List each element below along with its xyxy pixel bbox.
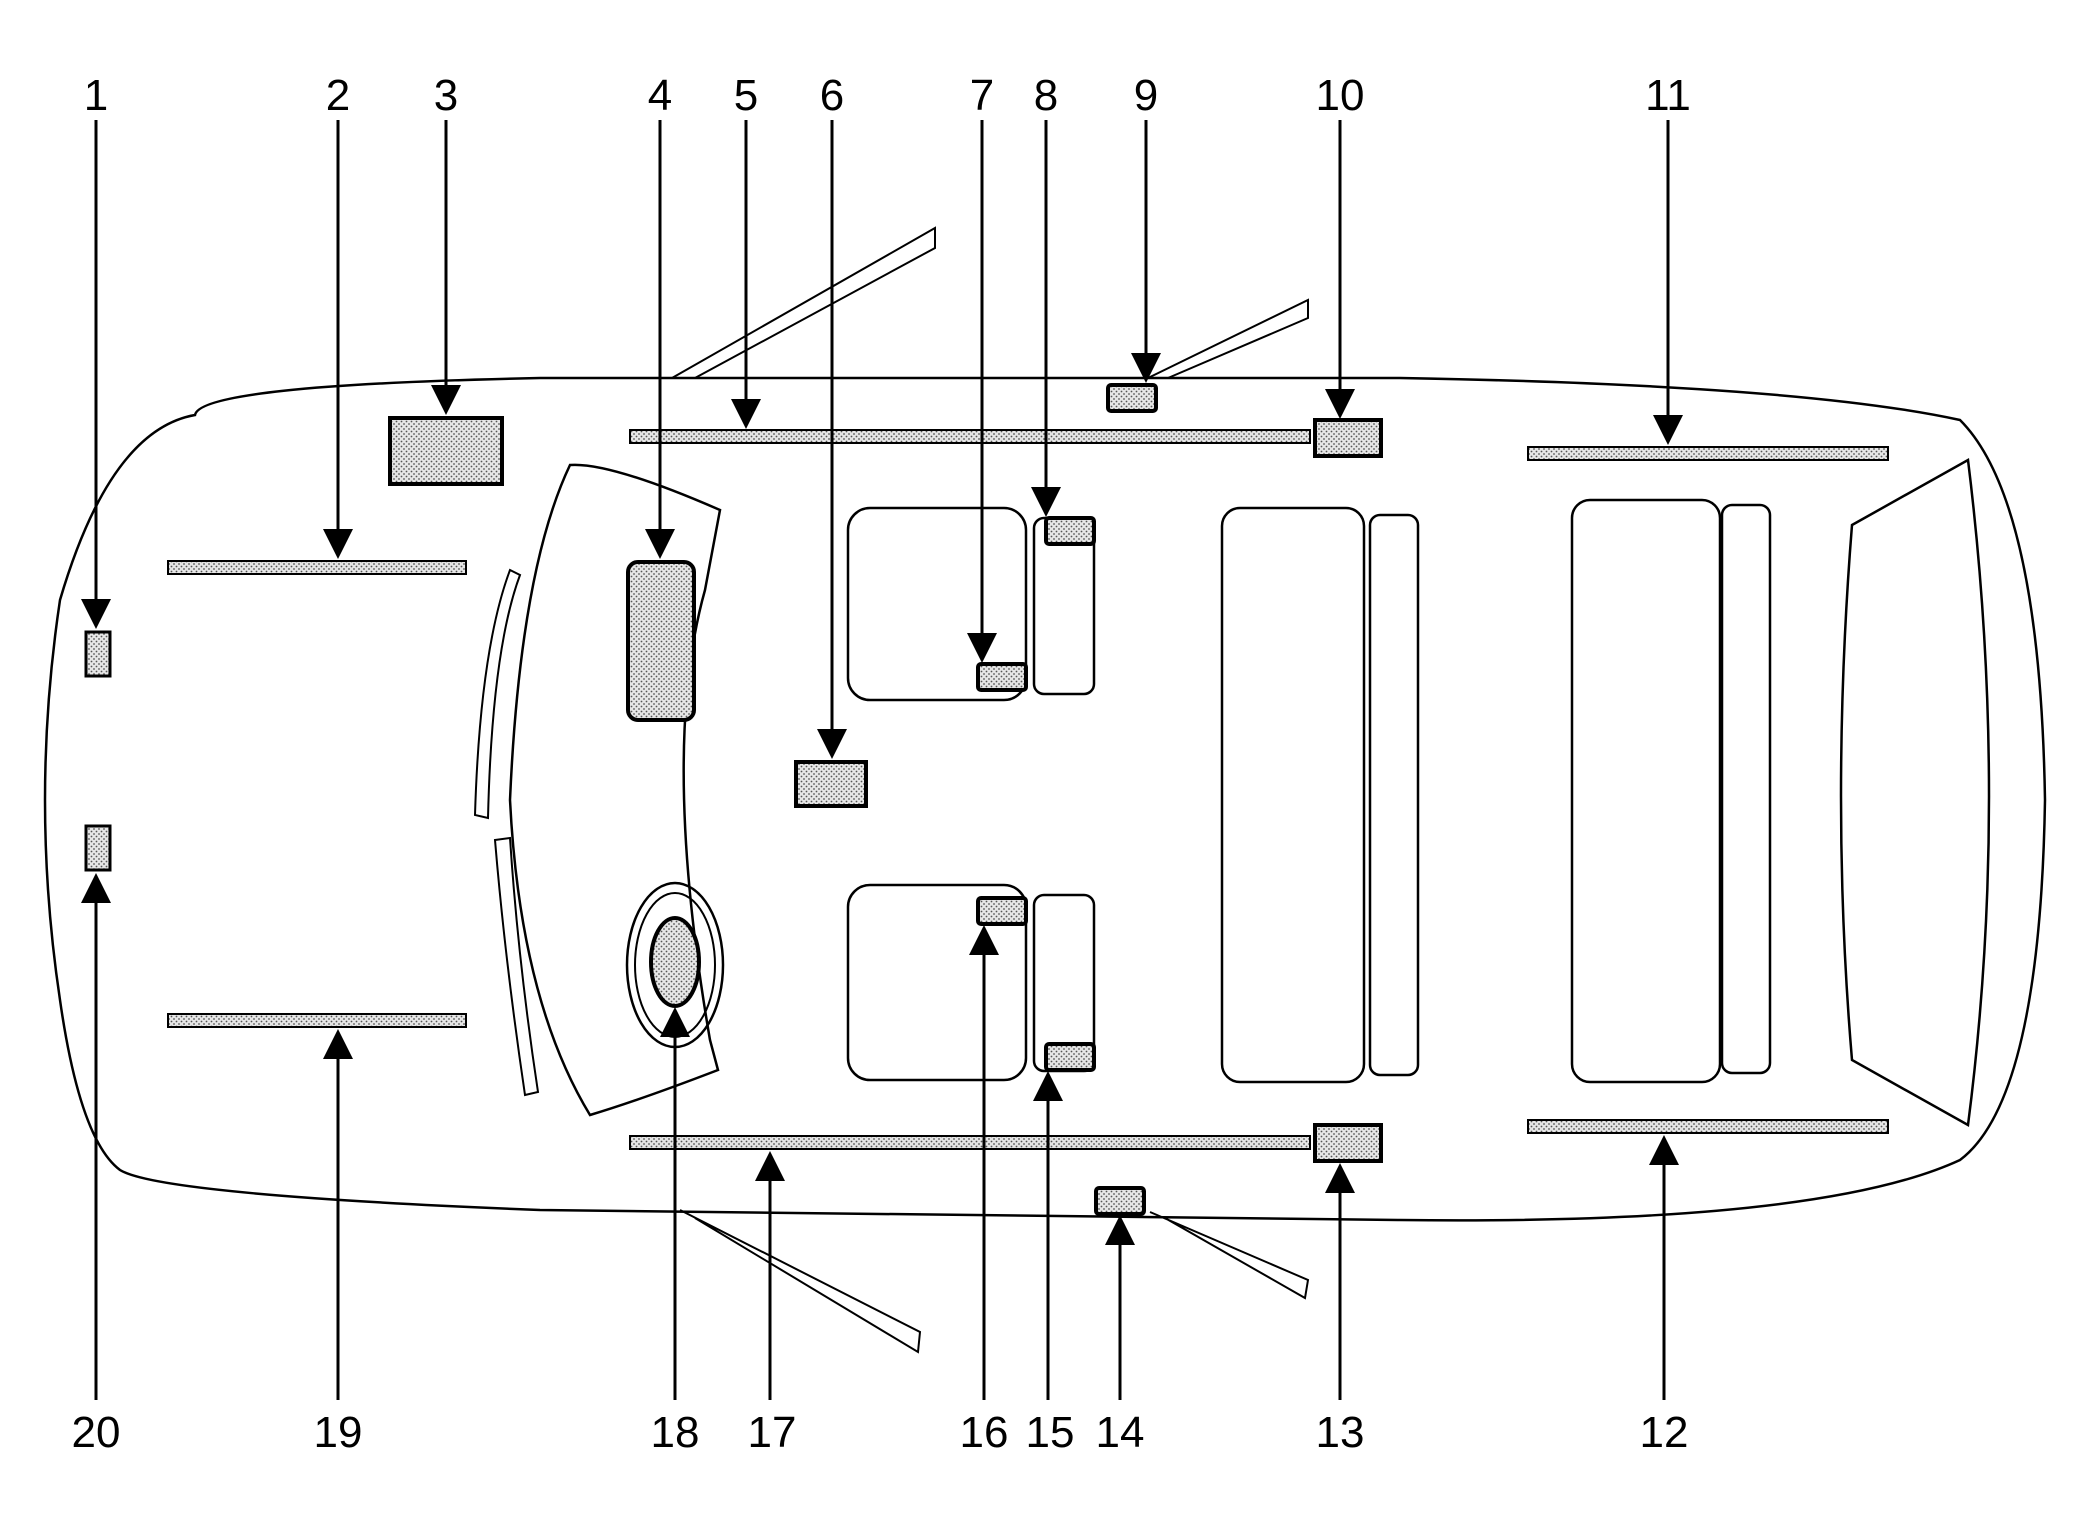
callout-labels: 1 2 3 4 5 6 7 8 9 10 11 12 13 14 15 16 1… — [72, 71, 1691, 1457]
second-row-seat-cushion — [1220, 506, 1366, 1084]
component-4-instrument-module — [626, 560, 696, 722]
right-rocker-rail — [629, 1135, 1311, 1150]
third-row-seat-cushion — [1570, 498, 1722, 1084]
door-edge-front-right — [679, 1209, 922, 1354]
door-edge-front-left — [671, 226, 936, 379]
callout-1: 1 — [84, 71, 108, 120]
callout-13: 13 — [1316, 1408, 1365, 1457]
callout-9: 9 — [1134, 71, 1158, 120]
front-left-rail — [167, 560, 467, 575]
component-3-module — [388, 416, 504, 486]
component-9-door-sensor — [1106, 383, 1158, 413]
callout-7: 7 — [970, 71, 994, 120]
callout-20: 20 — [72, 1408, 121, 1457]
callout-6: 6 — [820, 71, 844, 120]
front-seat-left-cushion — [846, 506, 1028, 702]
rear-right-rail — [1527, 1119, 1889, 1134]
component-13-side-module-right — [1313, 1123, 1383, 1163]
component-18-steering-airbag — [649, 916, 701, 1008]
leader-arrows — [81, 120, 1683, 1400]
front-right-rail — [167, 1013, 467, 1028]
dashboard-outline — [508, 463, 722, 1117]
wiper-arm-right — [493, 836, 540, 1097]
callout-10: 10 — [1316, 71, 1365, 120]
callout-19: 19 — [314, 1408, 363, 1457]
component-7-seat-sensor — [976, 662, 1028, 692]
callout-2: 2 — [326, 71, 350, 120]
wiper-arm-left — [473, 568, 522, 820]
component-10-side-module-left — [1313, 418, 1383, 458]
callout-18: 18 — [651, 1408, 700, 1457]
rear-left-rail — [1527, 446, 1889, 461]
component-14-door-sensor — [1094, 1186, 1146, 1216]
component-1-front-sensor-left — [84, 630, 112, 678]
component-6-center-module — [794, 760, 868, 808]
vehicle-body-outline — [43, 376, 2047, 1222]
third-row-seat-back — [1720, 503, 1772, 1075]
callout-3: 3 — [434, 71, 458, 120]
component-20-front-sensor-right — [84, 824, 112, 872]
component-16-seat-sensor — [976, 896, 1028, 926]
callout-12: 12 — [1640, 1408, 1689, 1457]
component-8-seat-sensor — [1044, 516, 1096, 546]
callout-11: 11 — [1645, 71, 1691, 120]
rear-window — [1839, 457, 1991, 1127]
front-seat-right-cushion — [846, 883, 1028, 1082]
second-row-seat-back — [1368, 513, 1420, 1077]
callout-4: 4 — [648, 71, 672, 120]
door-edge-rear-left — [1147, 298, 1309, 379]
callout-5: 5 — [734, 71, 758, 120]
callout-16: 16 — [960, 1408, 1009, 1457]
callout-17: 17 — [748, 1408, 797, 1457]
left-rocker-rail — [629, 429, 1311, 444]
callout-8: 8 — [1034, 71, 1058, 120]
door-edge-rear-right — [1149, 1211, 1310, 1300]
callout-15: 15 — [1026, 1408, 1075, 1457]
component-15-seat-sensor — [1044, 1042, 1096, 1072]
callout-14: 14 — [1096, 1408, 1145, 1457]
